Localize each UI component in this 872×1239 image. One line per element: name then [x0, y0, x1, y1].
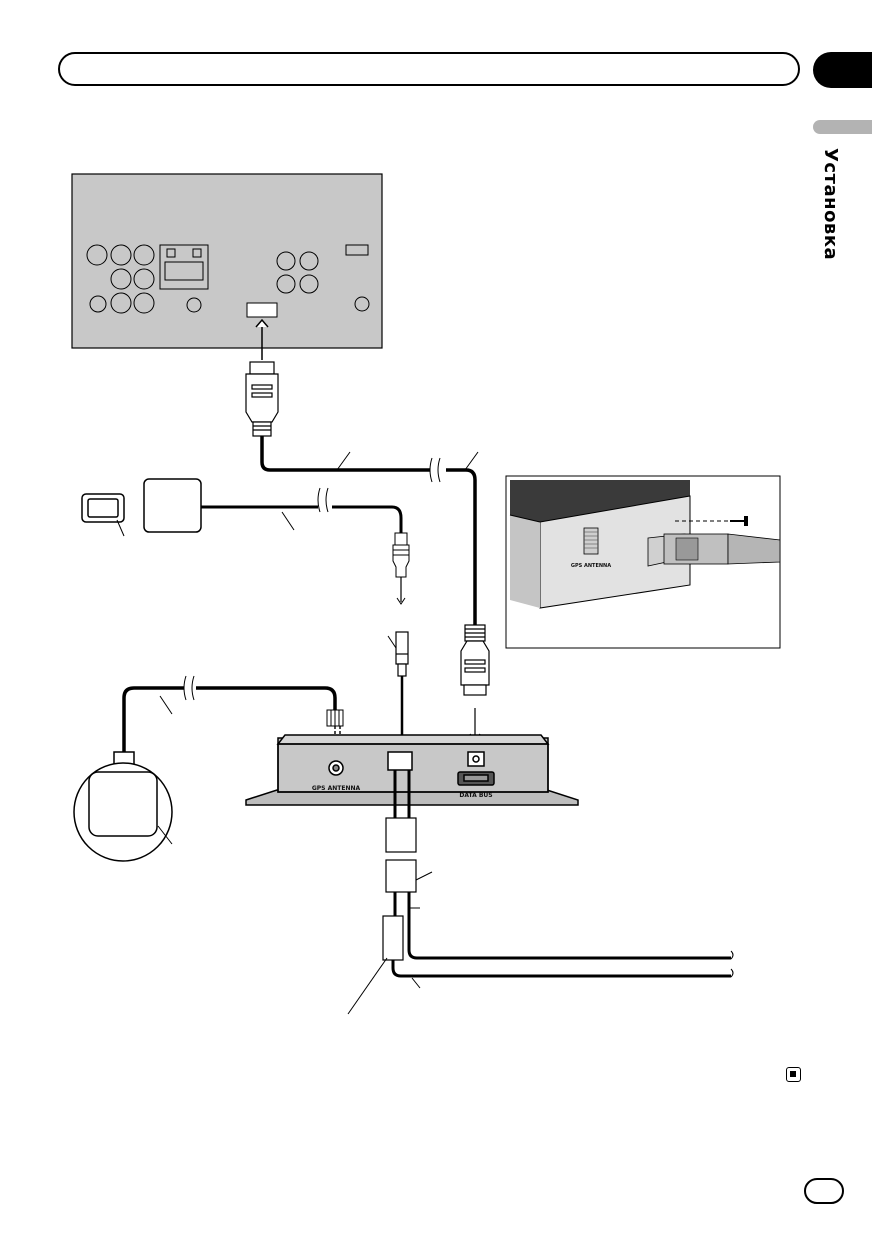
section-title: Установка — [820, 148, 841, 261]
module-cable — [201, 505, 403, 535]
end-square-icon — [786, 1067, 801, 1082]
data-bus-cable — [260, 436, 477, 625]
section-tab — [813, 52, 872, 88]
page-number-pill — [804, 1178, 844, 1204]
head-unit-rear-panel — [71, 173, 383, 349]
header-bar — [58, 52, 800, 86]
inset-photo — [505, 475, 781, 649]
screw-icon — [730, 516, 748, 526]
connect-arrow-headunit — [255, 318, 269, 360]
gps-antenna-port-label: GPS ANTENNA — [312, 785, 361, 792]
data-bus-plug-bottom — [460, 624, 490, 743]
output-cables — [347, 770, 734, 1015]
gps-antenna — [73, 751, 173, 862]
gps-antenna-cable — [122, 686, 337, 752]
interface-box — [245, 734, 579, 806]
inset-port-label: GPS ANTENNA — [571, 563, 611, 569]
module-plug — [392, 532, 410, 605]
small-module — [81, 478, 202, 537]
data-bus-plug-top — [245, 361, 279, 437]
callout-module-cable — [281, 511, 295, 531]
data-bus-port-label: DATA BUS — [459, 792, 492, 799]
callout-gps-cable — [159, 695, 173, 715]
section-tab-secondary — [813, 120, 872, 134]
module-socket — [387, 631, 409, 752]
callout-lines-top — [336, 451, 479, 471]
